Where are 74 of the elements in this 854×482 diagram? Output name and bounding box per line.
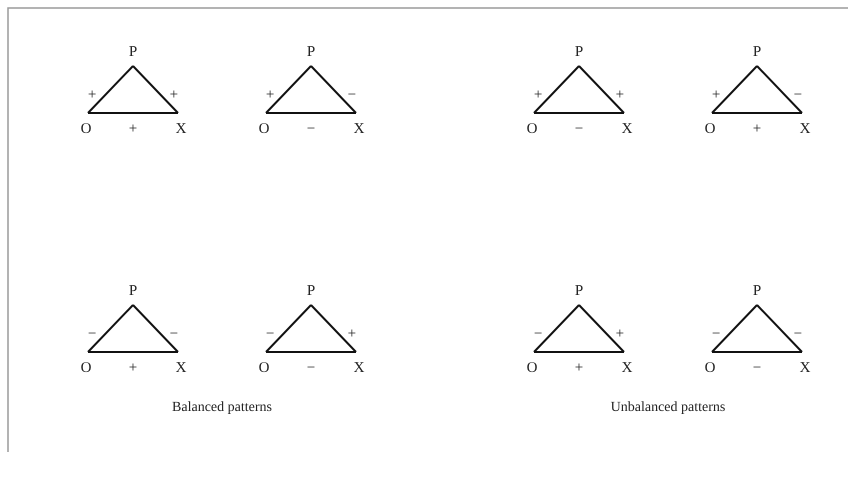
- triangle-side: [712, 351, 802, 353]
- vertex-letter: P: [574, 283, 584, 299]
- triangle-side: [132, 65, 179, 114]
- triangle-side: [87, 65, 134, 114]
- triangle-side: [533, 304, 580, 353]
- edge-label: −: [348, 87, 356, 104]
- edge-label: +: [88, 87, 96, 104]
- edge-label: −: [534, 326, 542, 342]
- vertex-letter: O: [704, 360, 716, 376]
- edge-label: +: [616, 87, 624, 104]
- edge-label: −: [794, 326, 802, 342]
- triangle-side: [533, 65, 580, 114]
- edge-label: +: [128, 121, 138, 137]
- vertex-letter: P: [306, 283, 316, 299]
- edge-label: −: [170, 326, 178, 342]
- edge-label: −: [712, 326, 720, 342]
- edge-label: −: [306, 360, 316, 376]
- triangle-side: [756, 304, 803, 353]
- edge-label: −: [266, 326, 274, 342]
- vertex-letter: O: [258, 360, 270, 376]
- edge-label: −: [574, 121, 584, 137]
- triangle-side: [534, 112, 624, 114]
- edge-label: +: [712, 87, 720, 104]
- vertex-letter: X: [622, 360, 632, 376]
- triangle-side: [578, 65, 625, 114]
- triangle-side: [711, 304, 758, 353]
- vertex-letter: O: [704, 121, 716, 137]
- triangle-side: [266, 351, 356, 353]
- edge-label: −: [306, 121, 316, 137]
- triangle-side: [88, 351, 178, 353]
- triangle-side: [578, 304, 625, 353]
- vertex-letter: X: [622, 121, 632, 137]
- edge-label: −: [794, 87, 802, 104]
- vertex-letter: P: [128, 44, 138, 60]
- triangle-side: [88, 112, 178, 114]
- vertex-letter: P: [752, 283, 762, 299]
- vertex-letter: O: [526, 121, 538, 137]
- vertex-letter: P: [128, 283, 138, 299]
- edge-label: +: [574, 360, 584, 376]
- vertex-letter: O: [80, 121, 92, 137]
- triangle-side: [87, 304, 134, 353]
- vertex-letter: O: [258, 121, 270, 137]
- triangle-side: [534, 351, 624, 353]
- triangle-side: [265, 65, 312, 114]
- edge-label: +: [616, 326, 624, 342]
- vertex-letter: X: [800, 121, 810, 137]
- vertex-letter: X: [354, 360, 364, 376]
- vertex-letter: P: [752, 44, 762, 60]
- group-caption: Unbalanced patterns: [610, 400, 726, 416]
- triangle-side: [132, 304, 179, 353]
- triangle-side: [756, 65, 803, 114]
- edge-label: +: [534, 87, 542, 104]
- edge-label: +: [348, 326, 356, 342]
- vertex-letter: X: [176, 360, 186, 376]
- vertex-letter: O: [80, 360, 92, 376]
- edge-label: +: [752, 121, 762, 137]
- triangle-side: [711, 65, 758, 114]
- vertex-letter: X: [176, 121, 186, 137]
- edge-label: −: [88, 326, 96, 342]
- triangle-side: [310, 304, 357, 353]
- group-caption: Balanced patterns: [172, 400, 272, 416]
- triangle-side: [265, 304, 312, 353]
- vertex-letter: O: [526, 360, 538, 376]
- edge-label: +: [128, 360, 138, 376]
- vertex-letter: P: [306, 44, 316, 60]
- edge-label: −: [752, 360, 762, 376]
- triangle-side: [712, 112, 802, 114]
- triangle-side: [266, 112, 356, 114]
- edge-label: +: [266, 87, 274, 104]
- triangle-side: [310, 65, 357, 114]
- vertex-letter: X: [800, 360, 810, 376]
- vertex-letter: P: [574, 44, 584, 60]
- vertex-letter: X: [354, 121, 364, 137]
- edge-label: +: [170, 87, 178, 104]
